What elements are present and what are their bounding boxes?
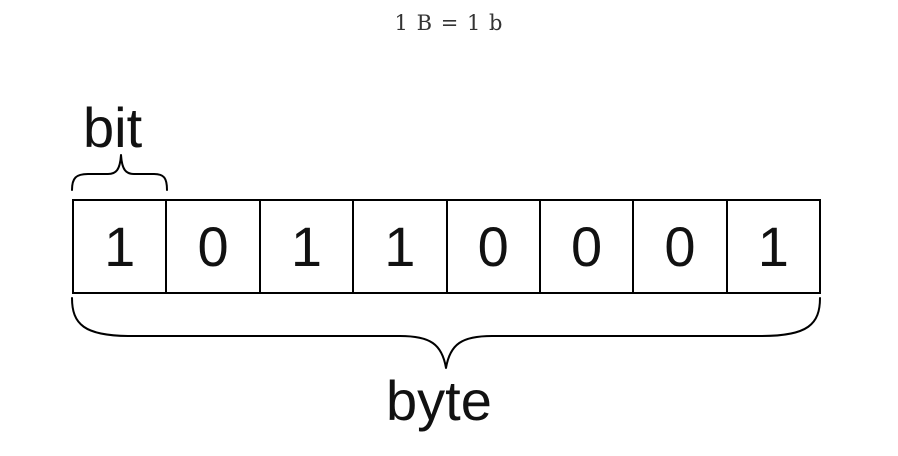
bit-cell: 1: [757, 215, 789, 278]
bit-cell: 0: [634, 201, 728, 292]
bit-cell: 0: [448, 201, 541, 292]
byte-brace: [71, 297, 821, 369]
bit-cell: 1: [74, 201, 168, 292]
bit-cell: 0: [167, 201, 261, 292]
equation-text: 1 B = 1 b: [394, 11, 504, 35]
bit-cell: 1: [261, 201, 355, 292]
bit-brace: [71, 154, 168, 191]
bit-cell: 0: [541, 201, 635, 292]
byte-label: byte: [386, 369, 492, 432]
bit-label: bit: [83, 96, 143, 159]
bit-cell: 1: [354, 201, 448, 292]
byte-box: 1 0 1 1 0 0 0 1: [72, 199, 821, 294]
